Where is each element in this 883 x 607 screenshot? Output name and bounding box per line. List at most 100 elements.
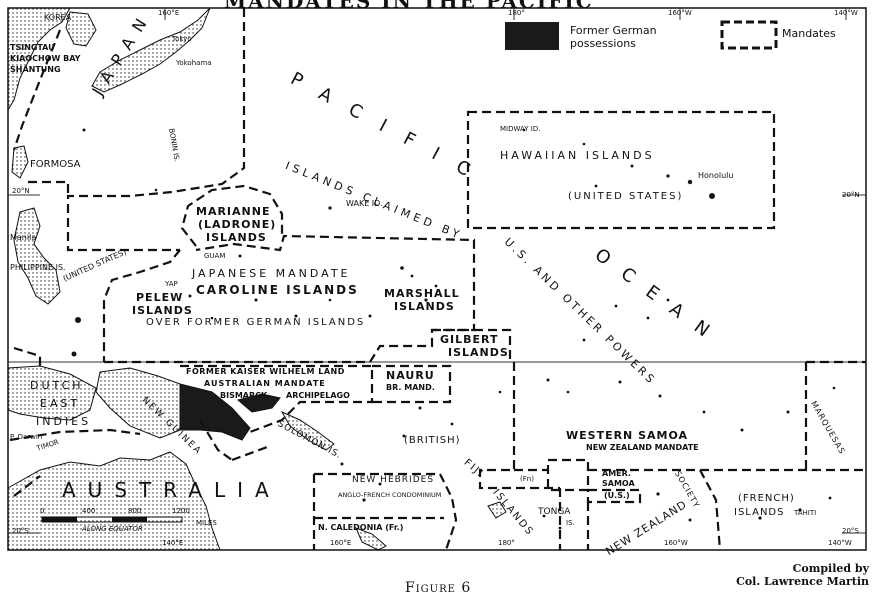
lon-label-140w: 140°W: [834, 9, 858, 17]
label-gilbert-islands: ISLANDS: [448, 346, 509, 359]
label-marianne-islands: ISLANDS: [206, 231, 267, 244]
scale-bar: [41, 516, 183, 523]
credit-block: Compiled by Col. Lawrence Martin: [736, 562, 869, 588]
label-australia: AUSTRALIA: [62, 478, 281, 502]
lon-label-160e: 160°E: [158, 9, 180, 17]
new-caledonia-island: [355, 527, 387, 551]
label-yap: YAP: [165, 280, 178, 288]
label-marshall: MARSHALL: [384, 287, 460, 300]
map-frame: [7, 7, 867, 551]
label-honolulu: Honolulu: [698, 171, 734, 180]
lon-label-140w-bottom: 140°W: [828, 539, 852, 547]
australia-landmass: [7, 451, 221, 551]
new-guinea-west: [95, 367, 181, 439]
label-midway: MIDWAY ID.: [500, 125, 541, 133]
label-indies: INDIES: [36, 415, 92, 428]
label-korea: KOREA: [44, 13, 72, 22]
scale-note: ALONG EQUATOR: [82, 525, 143, 533]
label-kaiser-wilhelm: FORMER KAISER WILHELM LAND: [186, 367, 345, 376]
label-ladrone: (LADRONE): [198, 218, 277, 231]
legend-mandates-swatch: [720, 20, 778, 50]
label-guam: GUAM: [204, 252, 226, 260]
map-title: MANDATES IN THE PACIFIC: [224, 0, 594, 13]
label-n-caledonia: N. CALEDONIA (Fr.): [318, 523, 404, 532]
legend-former-german-swatch: [505, 22, 559, 50]
scale-unit: MILES: [196, 519, 217, 527]
label-marshall-islands: ISLANDS: [394, 300, 455, 313]
label-dutch: DUTCH: [30, 379, 84, 392]
label-manila: Manila: [10, 233, 37, 242]
label-over-former-german: OVER FORMER GERMAN ISLANDS: [146, 317, 366, 328]
label-port-darwin: P. Darwin: [10, 433, 43, 441]
label-yokohama: Yokohama: [176, 59, 212, 67]
label-tokyo: Tokyo: [172, 35, 192, 43]
label-amer: AMER.: [602, 469, 631, 478]
label-kiaochow: KIAOCHOW BAY: [10, 54, 81, 63]
fiji-islands: [487, 501, 507, 519]
former-german-bismarck-archipelago: [236, 393, 281, 413]
lon-label-180: 180°: [508, 9, 525, 17]
label-anglo-french: ANGLO-FRENCH CONDOMINIUM: [338, 491, 442, 499]
label-nz-mandate: NEW ZEALAND MANDATE: [586, 443, 699, 452]
label-fn: (Fn): [520, 475, 534, 483]
label-french: (FRENCH): [738, 493, 795, 504]
label-new-hebrides: NEW HEBRIDES: [352, 475, 435, 485]
formosa-island: [11, 145, 29, 179]
lon-label-180-bottom: 180°: [498, 539, 515, 547]
asia-mainland: [7, 7, 71, 112]
lat-label-20s-right: 20°S: [842, 527, 859, 535]
scale-tick-800: 800: [128, 507, 142, 515]
lon-label-160w-bottom: 160°W: [664, 539, 688, 547]
label-marianne: MARIANNE: [196, 205, 271, 218]
label-pelew: PELEW: [136, 291, 184, 304]
lat-label-20s-left: 20°S: [12, 527, 29, 535]
lon-label-160w: 160°W: [668, 9, 692, 17]
lat-label-20n-right: 20°N: [842, 191, 860, 199]
label-australian-mandate: AUSTRALIAN MANDATE: [204, 379, 326, 388]
label-pelew-islands: ISLANDS: [132, 304, 193, 317]
korea-peninsula: [65, 11, 97, 47]
label-tonga-is: IS.: [566, 519, 575, 527]
label-philippine: PHILIPPINE IS.: [10, 263, 66, 272]
credit-line-2: Col. Lawrence Martin: [736, 575, 869, 588]
label-us-hawaii: (UNITED STATES): [568, 191, 684, 202]
label-nauru: NAURU: [386, 369, 435, 382]
lat-label-20n-left: 20°N: [12, 187, 30, 195]
lon-label-160e-bottom: 160°E: [330, 539, 352, 547]
label-british: (BRITISH): [404, 435, 461, 446]
label-samoa: SAMOA: [602, 479, 635, 488]
label-shantung: SHANTUNG: [10, 65, 61, 74]
label-western-samoa: WESTERN SAMOA: [566, 429, 689, 442]
scale-tick-0: 0: [40, 507, 45, 515]
label-tahiti: TAHITI: [794, 509, 817, 517]
label-gilbert: GILBERT: [440, 333, 499, 346]
label-east: EAST: [40, 397, 81, 410]
label-bismarck: BISMARCK: [220, 391, 268, 400]
label-tonga: TONGA: [538, 507, 571, 517]
label-hawaiian: HAWAIIAN ISLANDS: [500, 149, 655, 162]
lon-label-140e-bottom: 140°E: [162, 539, 184, 547]
label-wake: WAKE ID.: [346, 199, 383, 208]
japan-landmass: [91, 7, 211, 93]
legend-former-german-label: Former German possessions: [570, 24, 657, 50]
legend-mandates-label: Mandates: [782, 27, 836, 40]
label-caroline: CAROLINE ISLANDS: [196, 283, 359, 297]
scale-tick-400: 400: [82, 507, 96, 515]
island-dots: [71, 128, 836, 530]
solomon-islands: [280, 410, 335, 451]
label-french-islands: ISLANDS: [734, 507, 785, 518]
former-german-kaiser-wilhelm-land: [179, 383, 251, 441]
label-tsingtau: TSINGTAU: [10, 43, 55, 52]
graticule: [8, 8, 866, 534]
boundary-lines: [9, 8, 866, 551]
dutch-east-indies-landmass: [7, 365, 97, 421]
philippines-islands: [13, 207, 61, 305]
label-formosa: FORMOSA: [30, 159, 81, 170]
credit-line-1: Compiled by: [792, 562, 869, 575]
label-japanese-mandate: JAPANESE MANDATE: [192, 267, 351, 280]
label-us-samoa: (U.S.): [604, 491, 630, 500]
label-archipelago: ARCHIPELAGO: [286, 391, 350, 400]
figure-caption: Figure 6: [405, 580, 472, 596]
label-nauru-mandate: BR. MAND.: [386, 383, 435, 392]
